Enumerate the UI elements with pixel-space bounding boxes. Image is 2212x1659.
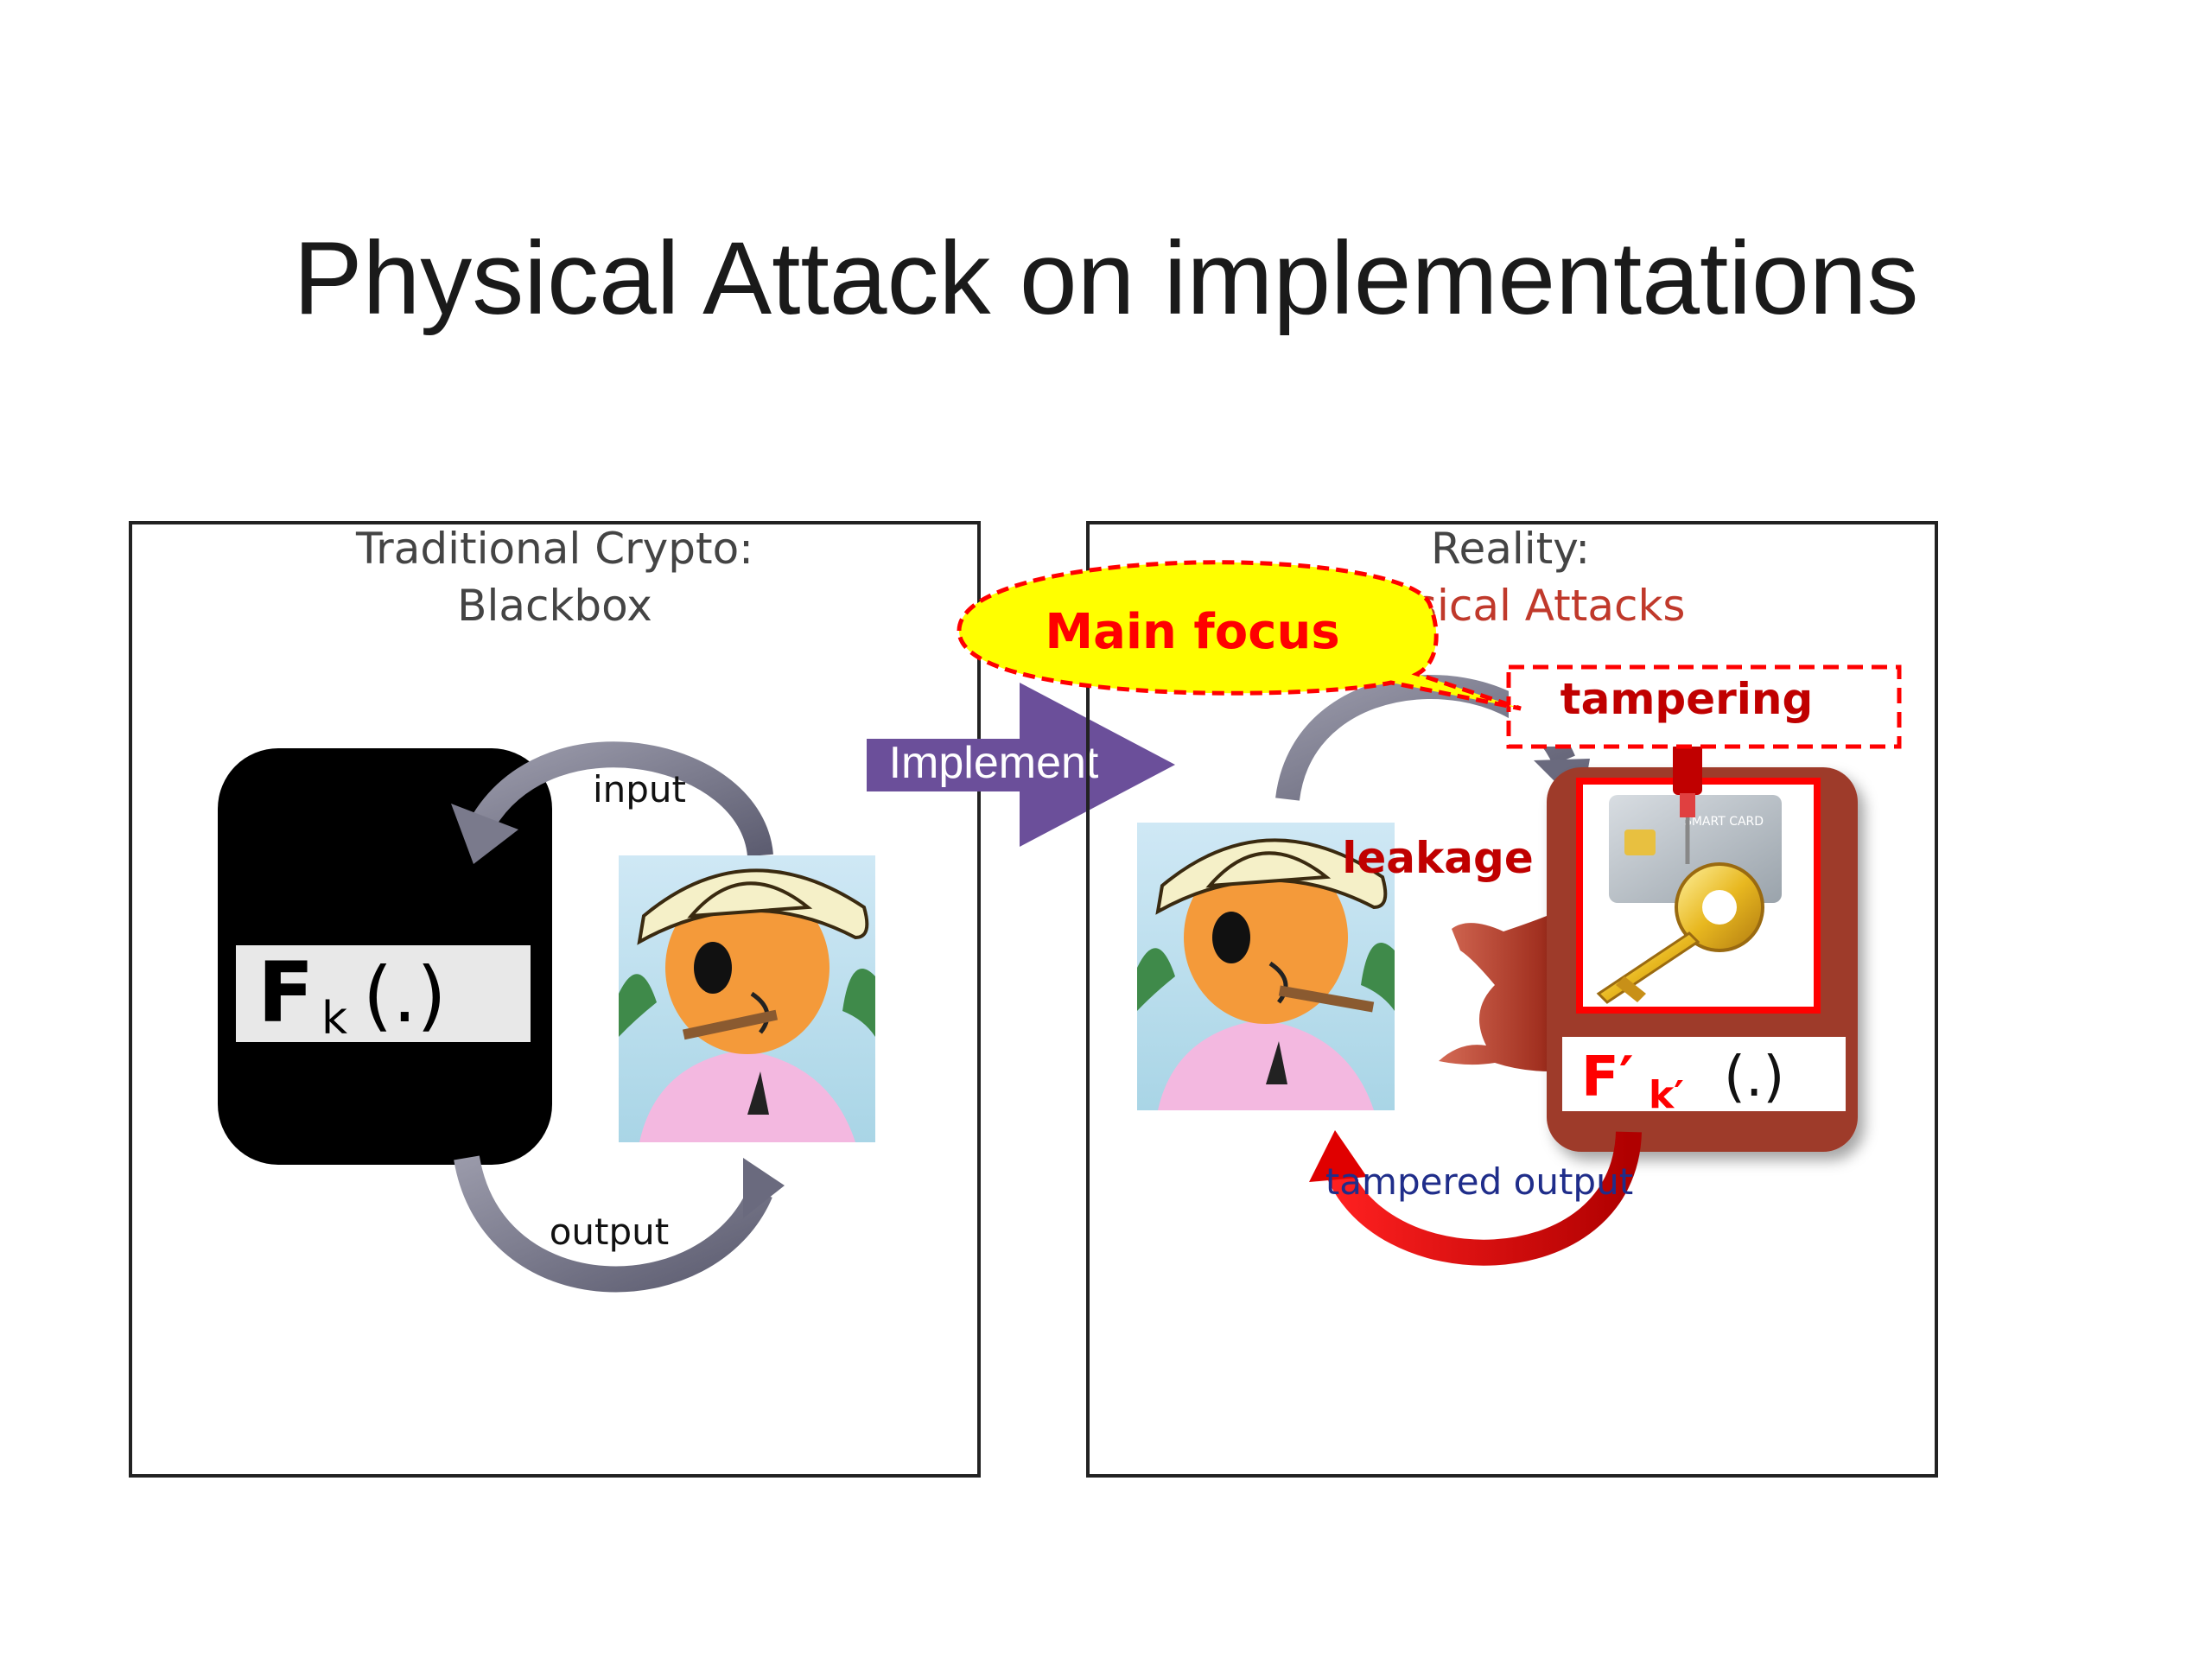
implement-arrow: Implement [867,683,1175,847]
main-focus-text: Main focus [1045,604,1339,660]
leakage-splat [1439,916,1551,1071]
tampered-function-main: F′ [1581,1046,1634,1109]
attacker-portrait-left [619,855,875,1142]
left-panel-title-line1: Traditional Crypto: [355,524,753,574]
left-panel: Traditional Crypto: Blackbox F k (.) inp… [130,523,979,1476]
tampering-label: tampering [1560,674,1814,724]
leakage-label: leakage [1342,833,1533,883]
tampered-output-label: tampered output [1325,1160,1633,1203]
blackbox-function-sub: k [321,993,347,1045]
tampered-function-sub: k′ [1649,1073,1684,1117]
smart-card-text: SMART CARD [1684,815,1764,829]
tampered-function-args: (.) [1724,1046,1784,1109]
right-panel-title-line1: Reality: [1431,524,1590,574]
output-label: output [550,1211,670,1253]
input-label: input [593,768,686,810]
smart-card-chip [1624,830,1656,855]
blackbox-function-args: (.) [363,950,447,1039]
implement-label: Implement [889,738,1099,788]
blackbox-function-main: F [257,944,315,1041]
left-panel-title-line2: Blackbox [457,581,652,631]
